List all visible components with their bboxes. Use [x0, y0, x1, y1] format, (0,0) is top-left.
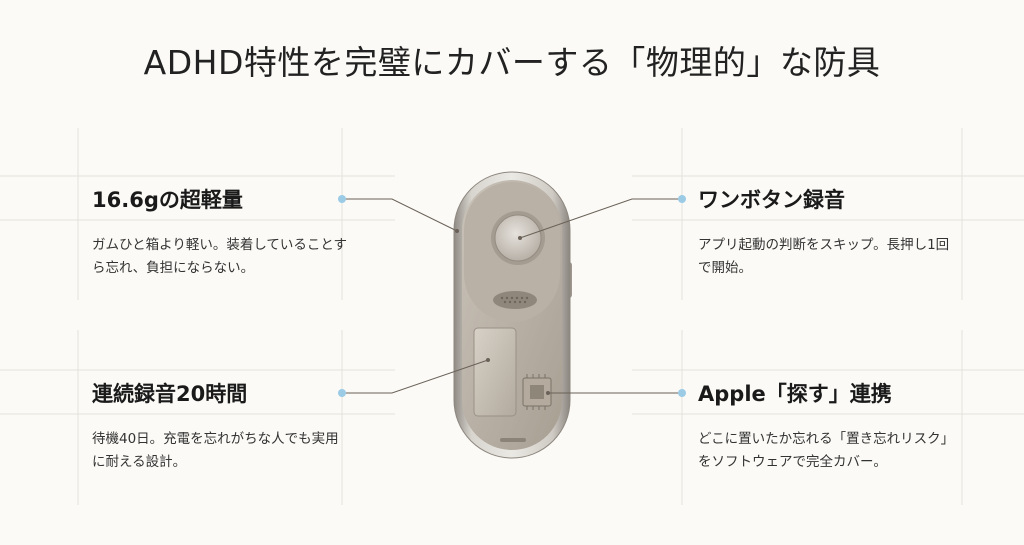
feature-description: 待機40日。充電を忘れがちな人でも実用に耐える設計。 — [92, 431, 339, 470]
feature-title: 連続録音20時間 — [92, 382, 248, 406]
feature-description: ガムひと箱より軽い。装着していることすら忘れ、負担にならない。 — [92, 237, 348, 276]
feature-description: アプリ起動の判断をスキップ。長押し1回で開始。 — [698, 237, 950, 276]
feature-title: ワンボタン録音 — [698, 188, 845, 212]
feature-title: 16.6gの超軽量 — [92, 188, 243, 212]
feature-description: どこに置いたか忘れる「置き忘れリスク」をソフトウェアで完全カバー。 — [698, 431, 948, 470]
page-title: ADHD特性を完璧にカバーする「物理的」な防具 — [143, 43, 881, 82]
feature-title: Apple「探す」連携 — [698, 382, 892, 406]
feature-battery-life: 連続録音20時間 待機40日。充電を忘れがちな人でも実用に耐える設計。 — [92, 378, 347, 474]
feature-find-my-integration: Apple「探す」連携 どこに置いたか忘れる「置き忘れリスク」をソフトウェアで完… — [698, 378, 953, 474]
feature-lightweight: 16.6gの超軽量 ガムひと箱より軽い。装着していることすら忘れ、負担にならない… — [92, 184, 347, 280]
feature-one-button-recording: ワンボタン録音 アプリ起動の判断をスキップ。長押し1回で開始。 — [698, 184, 953, 280]
